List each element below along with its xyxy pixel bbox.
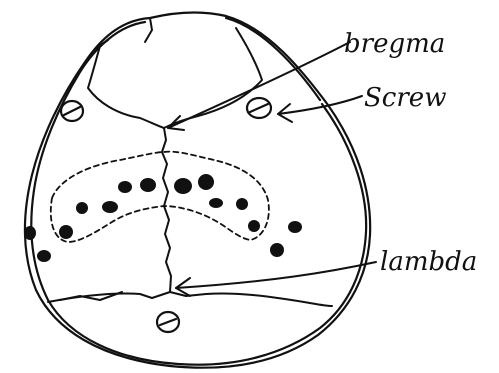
hole [236,198,248,210]
screw-right [247,98,271,118]
lambda-arrow [176,262,376,288]
hole [288,221,302,233]
hole [209,198,223,208]
screws [61,98,271,332]
hole [24,226,36,240]
bregma-arrow [168,42,350,128]
skull-outline [25,12,370,367]
hole [59,225,73,239]
label-bregma: bregma [344,29,445,59]
hole [270,243,284,257]
label-screw: Screw [364,83,446,113]
hole [248,220,260,232]
window-outline [51,152,269,242]
electrode-holes [24,174,302,262]
annotation-arrows [168,42,376,296]
hole [37,250,51,262]
hole [198,174,214,190]
hole [102,201,118,213]
screw-bottom [157,312,179,332]
hole [76,202,88,214]
label-lambda: lambda [380,247,477,277]
hole [174,178,192,194]
hole [118,181,132,193]
hole [140,178,156,192]
screw-left [61,101,83,121]
